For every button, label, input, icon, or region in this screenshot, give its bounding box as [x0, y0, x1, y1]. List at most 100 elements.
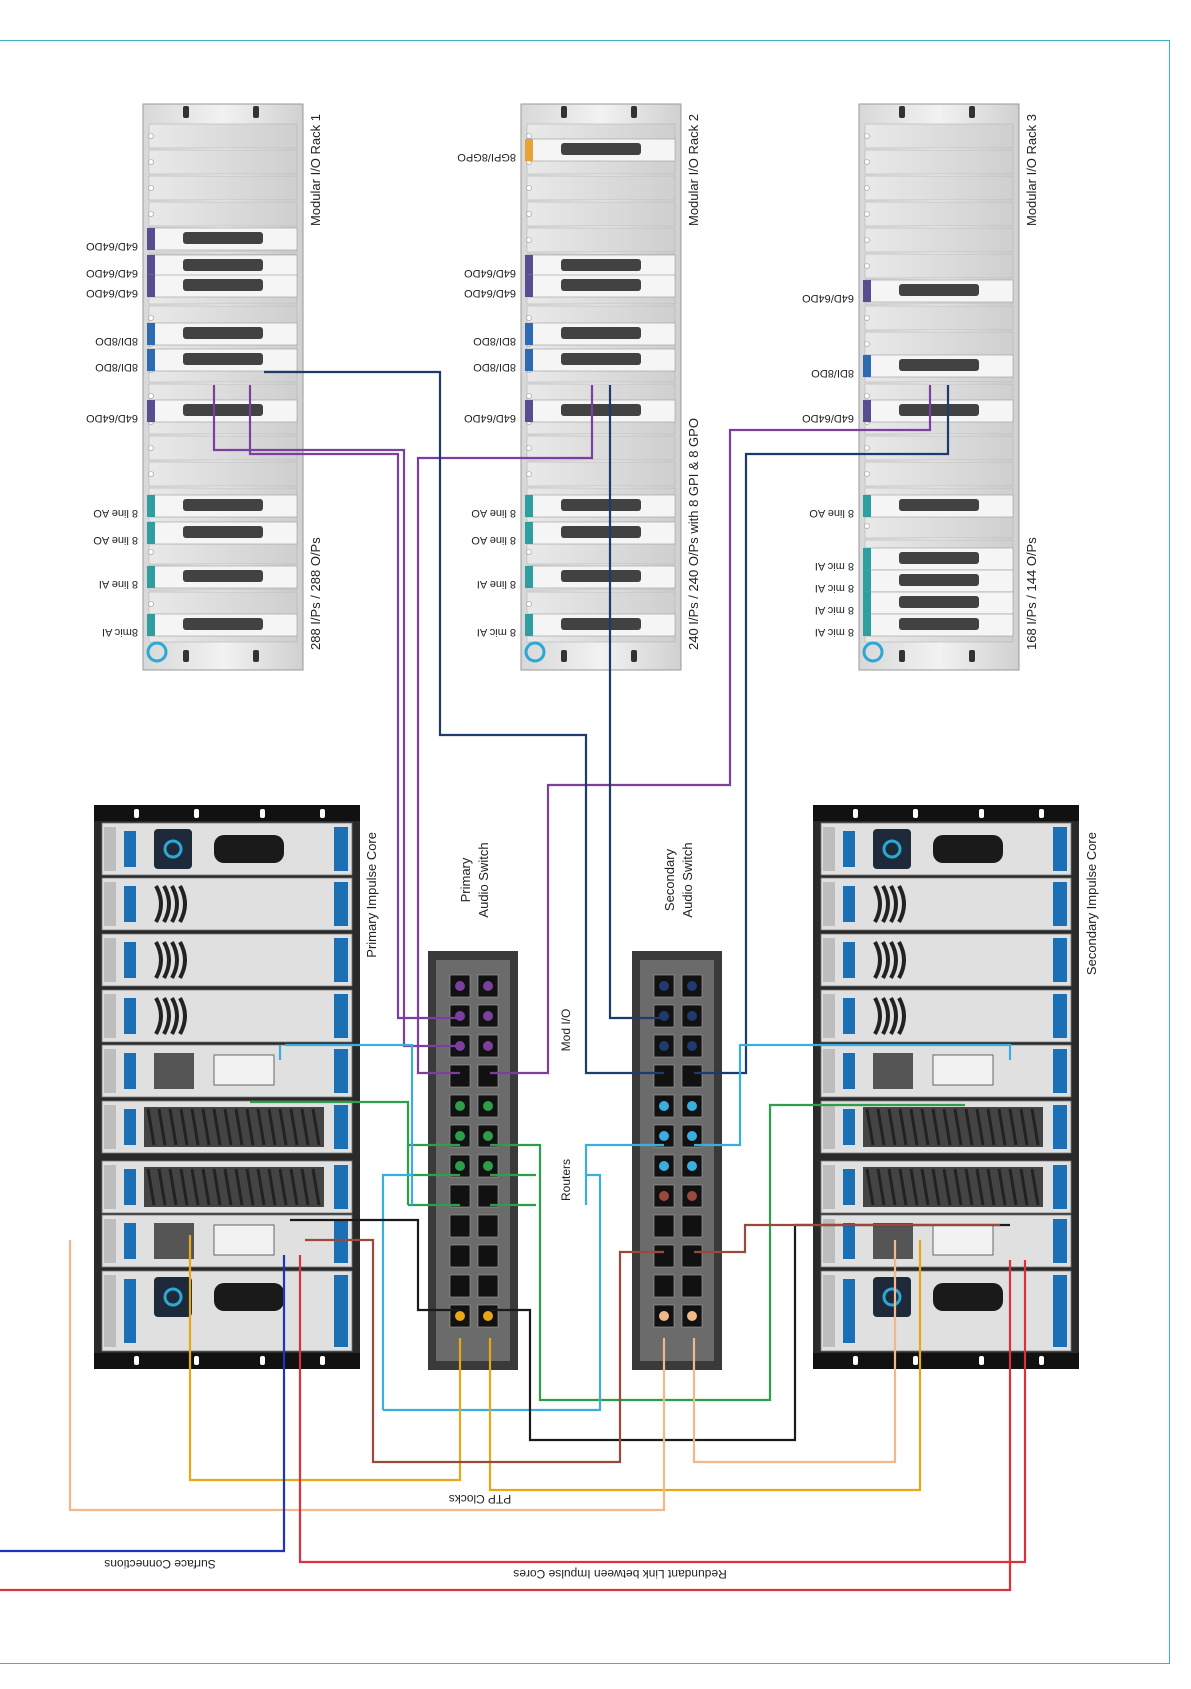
heatsink-fin [1030, 1168, 1040, 1206]
power-inlet-icon [933, 835, 1003, 863]
core-module-latch [1053, 1219, 1067, 1263]
core-module-handle [823, 882, 835, 926]
cable-cyan-3 [381, 1173, 602, 1412]
io-card-connector [183, 232, 263, 244]
io-card-connector [183, 499, 263, 511]
rack-card-label: 64D/64DO [464, 412, 516, 424]
heatsink-fin [997, 1108, 1007, 1146]
heatsink-fin [942, 1108, 952, 1146]
switch-port [477, 1274, 499, 1298]
core-module-ejector [843, 1279, 855, 1343]
rack-2-capacity: 240 I/Ps / 240 O/Ps with 8 GPI & 8 GPO [686, 418, 701, 650]
heatsink-fin [876, 1108, 886, 1146]
fan-vent [154, 885, 163, 923]
slot-screw [864, 523, 870, 529]
fan-vent [178, 997, 187, 1035]
switch-port [653, 1244, 675, 1268]
slot-screw [148, 159, 154, 165]
io-card-handle [525, 349, 533, 371]
heatsink-fin [289, 1108, 299, 1146]
heatsink-fin [964, 1168, 974, 1206]
rack-card-label: 8 mic AI [815, 560, 854, 572]
core-module-latch [1053, 1165, 1067, 1209]
heatsink-fin [234, 1108, 244, 1146]
slot-screw [864, 393, 870, 399]
mod-io-label: Mod I/O [559, 1009, 573, 1052]
port-connector [687, 1161, 697, 1171]
io-card-connector [899, 284, 979, 296]
core-bottom-bar [813, 1353, 1079, 1369]
switch-port [477, 1244, 499, 1268]
rack-card-label: 8 mic AI [477, 626, 516, 638]
slot-screw [148, 393, 154, 399]
io-card-handle [863, 280, 871, 302]
port-connector [483, 981, 493, 991]
switch-port [449, 1064, 471, 1088]
core-module-ejector [124, 1169, 136, 1205]
core-module-latch [334, 827, 348, 871]
slot-screw [864, 185, 870, 191]
rack-card-label: 64D/64DO [802, 292, 854, 304]
rack-slot-details [146, 106, 1014, 663]
core-mount-hole [134, 1356, 139, 1365]
port-connector [455, 1311, 465, 1321]
routers-label: Routers [559, 1159, 573, 1201]
core-mount-hole [853, 809, 858, 818]
core-module-ejector [843, 1169, 855, 1205]
core-module-latch [334, 1275, 348, 1347]
rack-mount-hole [183, 650, 189, 662]
heatsink-fin [267, 1168, 277, 1206]
switch-port [449, 1244, 471, 1268]
io-card-connector [899, 404, 979, 416]
slot-screw [864, 263, 870, 269]
rack-slot [864, 461, 1014, 487]
rack-card-label: 64D/64DO [86, 287, 138, 299]
heatsink-fin [256, 1168, 266, 1206]
io-card-connector [183, 327, 263, 339]
slot-screw [148, 185, 154, 191]
port-connector [455, 1131, 465, 1141]
heatsink-fin [1019, 1168, 1029, 1206]
sfp-cage [213, 1224, 275, 1256]
core-module-handle [104, 882, 116, 926]
rack-slot [148, 175, 298, 201]
core-module-latch [1053, 1275, 1067, 1347]
core-module-ejector [843, 1109, 855, 1145]
rack-card-label: 8DI/8DO [95, 361, 138, 373]
core-module [820, 989, 1072, 1043]
switch-port [681, 1244, 703, 1268]
io-card-handle [863, 614, 871, 636]
core-module [101, 877, 353, 931]
core-module-ejector [124, 1223, 136, 1259]
io-card-connector [561, 279, 641, 291]
core-module-latch [334, 1105, 348, 1149]
fan-vent [889, 941, 898, 979]
core-mount-hole [194, 1356, 199, 1365]
heatsink-fin [1008, 1168, 1018, 1206]
io-card-connector [183, 353, 263, 365]
io-card-handle [147, 275, 155, 297]
heatsink-fin [1030, 1108, 1040, 1146]
rack-mount-hole [561, 106, 567, 118]
slot-screw [864, 211, 870, 217]
switch-port [449, 1214, 471, 1238]
io-card-connector [561, 143, 641, 155]
switch-port [653, 1064, 675, 1088]
io-card-connector [561, 327, 641, 339]
core-module-ejector [843, 1053, 855, 1089]
slot-screw [526, 471, 532, 477]
io-card-connector [561, 618, 641, 630]
calrec-logo-icon [882, 839, 902, 859]
calrec-logo-icon [146, 641, 168, 663]
rack-slot [864, 149, 1014, 175]
fan-vent [881, 885, 890, 923]
heatsink-fin [876, 1168, 886, 1206]
core-module-handle [823, 1165, 835, 1209]
router-module [154, 1053, 194, 1089]
fan-vent [889, 997, 898, 1035]
heatsink-fin [1019, 1108, 1029, 1146]
fan-vent [154, 941, 163, 979]
cable-green-redundant [298, 1255, 1027, 1564]
heatsink-fin [909, 1108, 919, 1146]
